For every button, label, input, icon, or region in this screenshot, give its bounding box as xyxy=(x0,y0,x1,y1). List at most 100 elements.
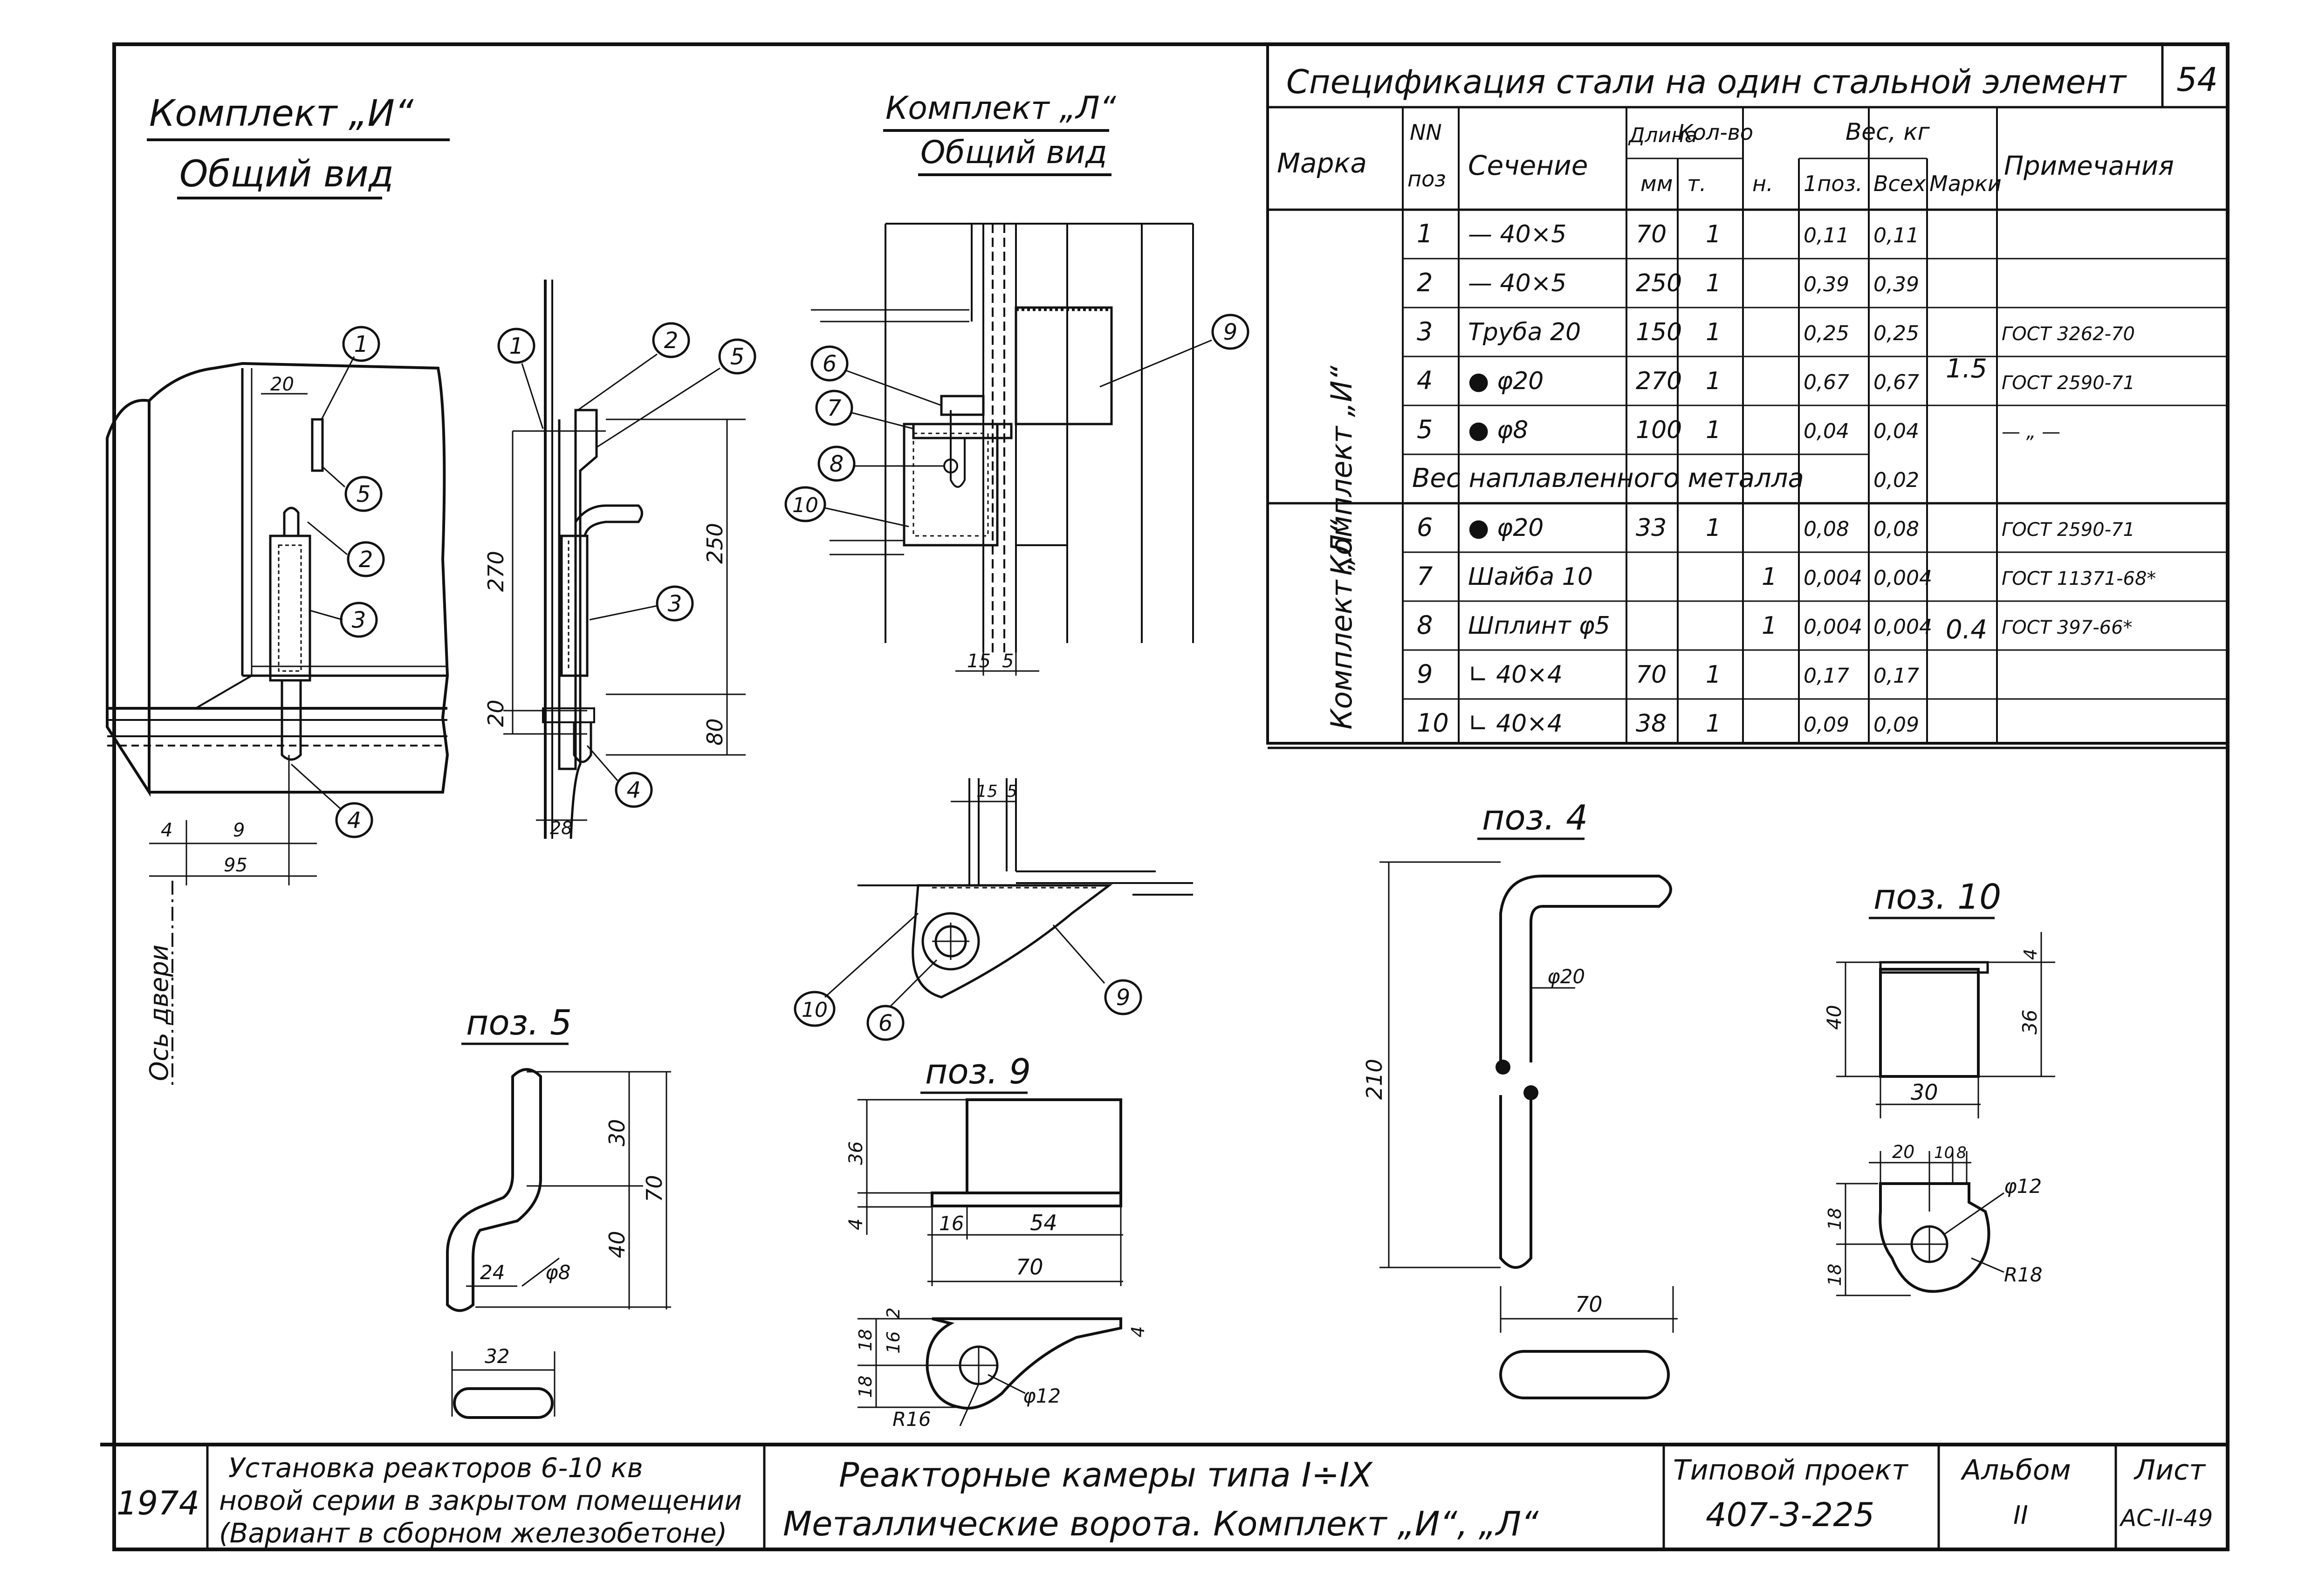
middle-view-subtitle: Общий вид xyxy=(920,134,1107,171)
poz9-18b: 18 xyxy=(855,1376,876,1398)
spec-note: ГОСТ 397-66* xyxy=(2002,617,2133,638)
spec-title: Спецификация стали на один стальной элем… xyxy=(1286,63,2127,101)
dim-left-4: 4 xyxy=(161,820,172,841)
spec-qty-t: 1 xyxy=(1706,269,1721,297)
tb-sheet-value: АС-II-49 xyxy=(2119,1505,2213,1532)
spec-wall: 0,17 xyxy=(1873,664,1919,688)
spec-wall: 0,04 xyxy=(1873,419,1919,443)
left-view-title: Комплект „И“ xyxy=(149,93,414,135)
spec-length: 270 xyxy=(1636,367,1682,395)
poz5-32: 32 xyxy=(485,1345,509,1368)
spec-h-vsex: Всех xyxy=(1873,171,1926,196)
spec-section: ● φ8 xyxy=(1468,416,1528,444)
spec-section: ● φ20 xyxy=(1468,514,1544,542)
callout-plan-10: 10 xyxy=(794,912,919,1027)
svg-text:5: 5 xyxy=(730,344,745,370)
spec-h-dlina: Длина xyxy=(1628,123,1697,147)
spec-h-marki: Марки xyxy=(1929,171,2002,196)
spec-h-ves: Вес, кг xyxy=(1845,118,1930,145)
spec-w1: 0,25 xyxy=(1804,322,1849,345)
callout-right-2: 2 xyxy=(577,322,690,411)
dim-mid-15b: 15 xyxy=(976,782,998,801)
spec-pos: 7 xyxy=(1417,562,1433,591)
spec-length: 70 xyxy=(1636,220,1667,248)
svg-text:4: 4 xyxy=(627,777,641,803)
spec-qty-n: 1 xyxy=(1762,612,1777,640)
poz9-r: R16 xyxy=(892,1408,931,1431)
svg-text:10: 10 xyxy=(802,998,828,1022)
callout-right-4: 4 xyxy=(586,745,653,808)
door-axis-label: Ось двери xyxy=(144,945,174,1081)
poz10-18b: 18 xyxy=(1825,1264,1845,1286)
poz9-16b: 16 xyxy=(883,1331,904,1354)
left-view: Комплект „И“ Общий вид 20 4 9 95 Ось две xyxy=(106,93,756,1086)
spec-qty-t: 1 xyxy=(1706,416,1721,444)
poz10-18a: 18 xyxy=(1825,1208,1845,1230)
spec-h-pozk: 1поз. xyxy=(1804,171,1863,196)
dim-left-80: 80 xyxy=(702,718,727,746)
spec-note: — „ — xyxy=(2002,421,2060,443)
poz10-30: 30 xyxy=(1911,1080,1938,1105)
tb-sheet-label: Лист xyxy=(2134,1454,2206,1486)
svg-text:3: 3 xyxy=(668,591,682,617)
spec-section: ∟ 40×4 xyxy=(1468,710,1563,738)
poz10-phi: φ12 xyxy=(2004,1175,2042,1198)
callout-left-2: 2 xyxy=(307,521,385,577)
svg-text:10: 10 xyxy=(792,493,818,517)
spec-length: 150 xyxy=(1636,318,1682,346)
svg-text:4: 4 xyxy=(347,808,362,834)
svg-text:6: 6 xyxy=(878,1010,893,1036)
callout-mid-6: 6 xyxy=(810,345,942,406)
spec-w1: 0,39 xyxy=(1804,273,1849,296)
spec-note: ГОСТ 2590-71 xyxy=(2002,372,2135,394)
poz9-54: 54 xyxy=(1030,1210,1057,1235)
dim-left-95: 95 xyxy=(224,855,247,876)
spec-weld-label: Вес наплавленного металла xyxy=(1412,463,1804,493)
spec-length: 70 xyxy=(1636,661,1667,689)
poz10-8: 8 xyxy=(1956,1144,1967,1162)
spec-note: ГОСТ 2590-71 xyxy=(2002,519,2135,541)
svg-text:7: 7 xyxy=(827,395,842,421)
poz4-len: 210 xyxy=(1362,1059,1387,1100)
dim-left-20-top: 20 xyxy=(270,374,294,395)
spec-pos: 10 xyxy=(1417,708,1449,738)
spec-length: 250 xyxy=(1636,269,1682,297)
spec-section: ● φ20 xyxy=(1468,367,1544,395)
spec-h-t: т. xyxy=(1687,171,1706,196)
spec-group-i: Комплект „И“ xyxy=(1324,365,1358,576)
spec-section: — 40×5 xyxy=(1468,220,1566,248)
spec-pos: 9 xyxy=(1417,659,1433,689)
poz5-40: 40 xyxy=(604,1231,630,1258)
spec-h-n: н. xyxy=(1752,171,1773,196)
spec-wall: 0,67 xyxy=(1873,370,1919,394)
spec-qty-t: 1 xyxy=(1706,318,1721,346)
spec-w1: 0,67 xyxy=(1804,370,1849,394)
spec-weld-value: 0,02 xyxy=(1873,468,1919,492)
spec-group-i-total: 1.5 xyxy=(1946,354,1987,384)
tb-album-value: II xyxy=(2013,1500,2028,1530)
callout-left-1: 1 xyxy=(321,326,380,420)
spec-h-sech: Сечение xyxy=(1468,150,1588,181)
dim-mid-5: 5 xyxy=(1002,651,1014,672)
poz5-title: поз. 5 xyxy=(466,1003,572,1043)
poz9-70: 70 xyxy=(1016,1254,1043,1280)
svg-text:1: 1 xyxy=(354,331,369,357)
spec-h-kolvo: Кол-во xyxy=(1678,120,1753,145)
poz10-r: R18 xyxy=(2004,1263,2043,1286)
poz4-phi: φ20 xyxy=(1547,965,1585,988)
spec-section: Шайба 10 xyxy=(1468,563,1593,591)
callout-mid-7: 7 xyxy=(815,390,914,430)
tb-desc2: новой серии в закрытом помещении xyxy=(219,1485,742,1516)
spec-w1: 0,11 xyxy=(1804,224,1849,247)
spec-section: Шплинт φ5 xyxy=(1468,612,1610,640)
callout-right-5: 5 xyxy=(596,338,756,448)
spec-length: 100 xyxy=(1636,416,1682,444)
poz10-4: 4 xyxy=(2020,949,2041,960)
callout-right-3: 3 xyxy=(589,585,694,622)
sheet-number: 54 xyxy=(2176,61,2218,99)
svg-text:8: 8 xyxy=(830,451,844,477)
tb-name1: Реакторные камеры типа I÷IX xyxy=(839,1455,1373,1494)
spec-qty-n: 1 xyxy=(1762,563,1777,591)
spec-h-nn: NN xyxy=(1410,120,1442,145)
